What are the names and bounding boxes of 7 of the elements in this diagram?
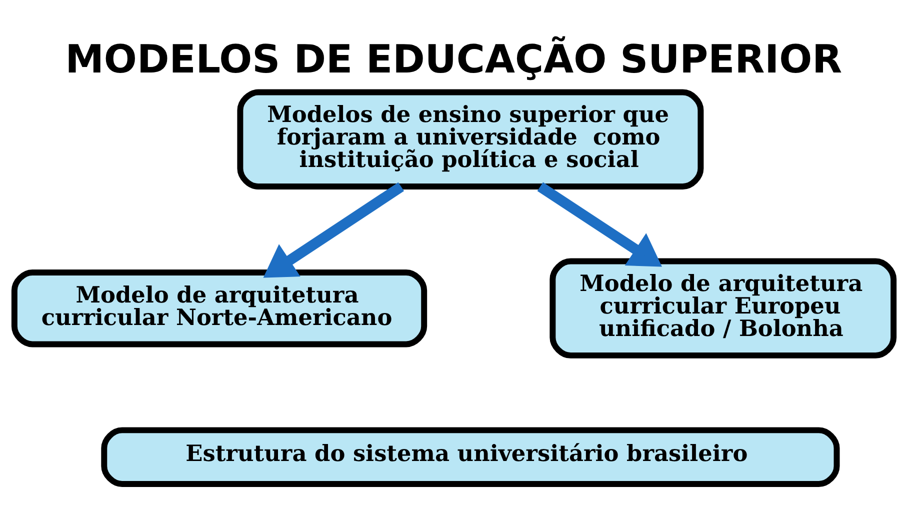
node-box: Modelo de arquitetura curricular Europeu unificado / Bolonha: [550, 258, 897, 358]
node-box: Estrutura do sistema universitário brasileiro: [101, 427, 840, 487]
node-box: Modelos de ensino superior que forjaram a universidade como instituição política e social: [237, 89, 704, 190]
arrow: [537, 182, 662, 267]
arrow: [263, 182, 404, 278]
diagram-title: MODELOS DE EDUCAÇÃO SUPERIOR: [65, 38, 842, 83]
node-box: Modelo de arquitetura curricular Norte-Americano: [11, 269, 428, 348]
